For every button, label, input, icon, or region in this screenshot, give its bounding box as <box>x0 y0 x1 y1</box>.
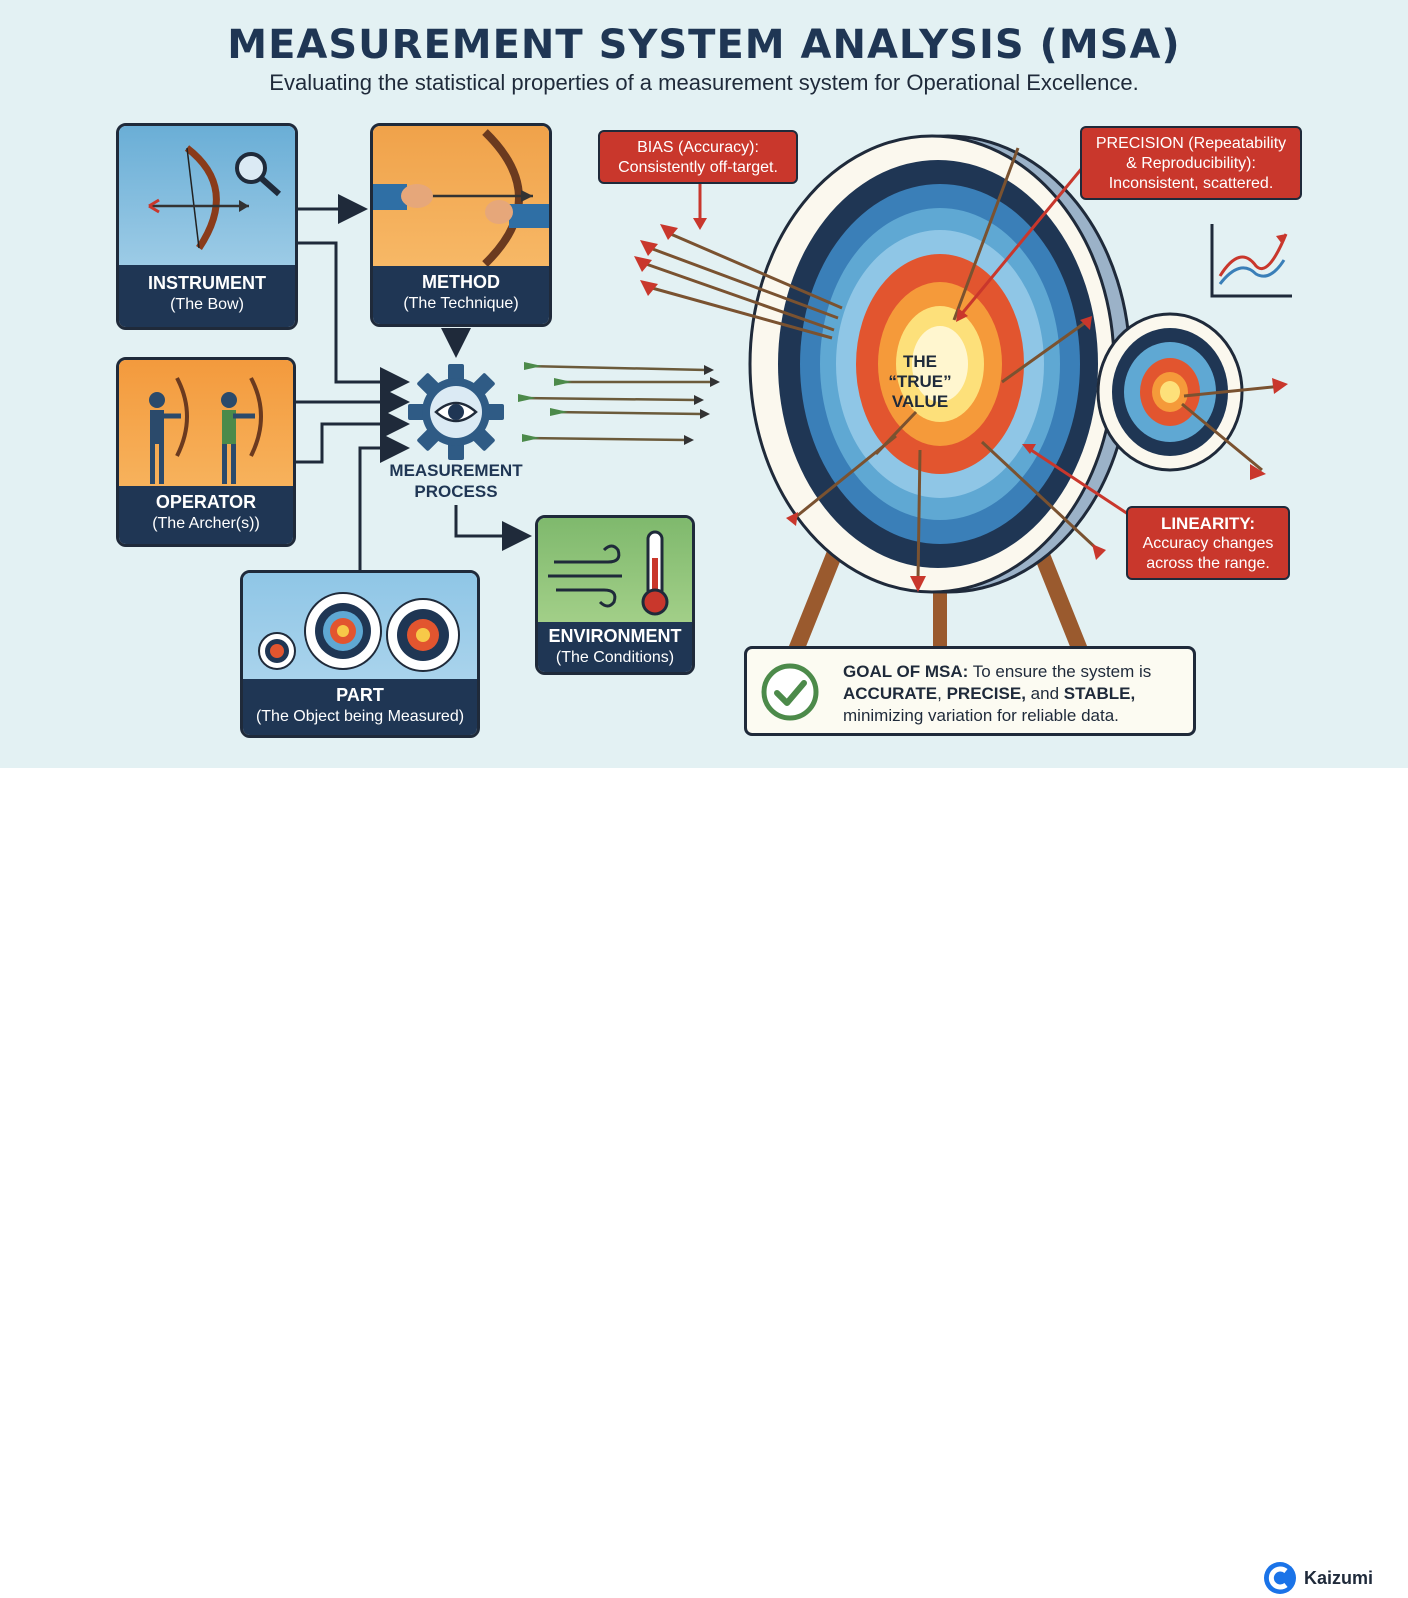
goal-box: GOAL OF MSA: To ensure the system is ACC… <box>744 646 1196 736</box>
page-subtitle: Evaluating the statistical properties of… <box>269 70 1139 95</box>
medium-target-icon <box>304 592 382 670</box>
linearity-callout-line3: across the range. <box>1146 555 1270 572</box>
true-value-line1: THE <box>903 352 937 371</box>
small-target-icon <box>258 632 296 670</box>
process-label: MEASUREMENT PROCESS <box>370 460 542 502</box>
environment-subtitle: (The Conditions) <box>555 649 675 666</box>
part-card: PART (The Object being Measured) <box>240 570 480 738</box>
true-value-line2: “TRUE” <box>888 372 952 391</box>
callout-pointers <box>693 155 1129 516</box>
goal-precise: PRECISE, <box>946 684 1026 703</box>
target-sizes-icon <box>258 592 460 672</box>
connector-process-environment <box>454 505 532 551</box>
precision-callout-line1: PRECISION (Repeatability <box>1095 135 1287 152</box>
small-target-right-icon <box>1096 312 1288 480</box>
connector-part-process <box>358 433 410 572</box>
flying-arrows-icon <box>518 362 720 445</box>
magnifier-icon <box>235 152 267 184</box>
goal-and: and <box>1025 684 1064 703</box>
environment-card: ENVIRONMENT (The Conditions) <box>535 515 695 675</box>
precision-callout-line2: & Reproducibility): <box>1126 155 1256 172</box>
gear-eye-icon <box>408 364 504 460</box>
large-target-icon <box>386 598 460 672</box>
precision-callout-line3: Inconsistent, scattered. <box>1108 175 1274 192</box>
checkmark-icon <box>761 663 819 721</box>
method-illustration <box>373 126 549 267</box>
instrument-subtitle: (The Bow) <box>170 296 244 313</box>
wind-thermometer-icon <box>548 530 669 616</box>
trend-chart-icon <box>1210 224 1292 298</box>
true-value-line3: VALUE <box>891 392 949 411</box>
archers-icon <box>149 377 263 484</box>
part-subtitle: (The Object being Measured) <box>255 708 465 725</box>
page-title: MEASUREMENT SYSTEM ANALYSIS (MSA) <box>227 22 1181 68</box>
linearity-callout-line2: Accuracy changes <box>1142 535 1274 552</box>
bow-icon <box>148 145 281 250</box>
environment-title: ENVIRONMENT <box>548 626 682 646</box>
kaizumi-logo-icon <box>1264 1562 1296 1594</box>
flow-connectors <box>296 194 532 572</box>
part-illustration <box>243 573 477 679</box>
operator-title: OPERATOR <box>155 492 257 512</box>
operator-illustration <box>119 360 293 486</box>
precision-callout: PRECISION (Repeatability & Reproducibili… <box>1080 126 1302 200</box>
method-subtitle: (The Technique) <box>403 295 519 312</box>
instrument-card: INSTRUMENT (The Bow) <box>116 123 298 330</box>
hands-drawing-bow-icon <box>373 129 549 267</box>
goal-accurate: ACCURATE <box>843 684 938 703</box>
instrument-illustration <box>119 126 295 265</box>
part-title: PART <box>336 685 384 705</box>
goal-text-part1: To ensure the system is <box>968 662 1152 681</box>
goal-text-part2: minimizing variation for reliable data. <box>843 706 1119 725</box>
goal-text: GOAL OF MSA: To ensure the system is ACC… <box>843 661 1188 727</box>
goal-stable: STABLE, <box>1063 684 1136 703</box>
operator-subtitle: (The Archer(s)) <box>152 515 260 532</box>
operator-card: OPERATOR (The Archer(s)) <box>116 357 296 547</box>
brand-logo: Kaizumi <box>1262 1558 1373 1598</box>
instrument-title: INSTRUMENT <box>148 273 266 293</box>
bias-callout-line2: Consistently off-target. <box>618 159 778 176</box>
footer-bar: Kaizumi <box>0 768 1408 1594</box>
infographic-canvas: MEASUREMENT SYSTEM ANALYSIS (MSA) Evalua… <box>0 0 1408 768</box>
wind-icon <box>548 544 622 608</box>
brand-name: Kaizumi <box>1304 1567 1374 1588</box>
method-card: METHOD (The Technique) <box>370 123 552 327</box>
connector-operator-process-2 <box>296 409 410 464</box>
bias-callout-line1: BIAS (Accuracy): <box>637 139 759 156</box>
linearity-callout-line1: LINEARITY: <box>1160 514 1256 533</box>
connector-instrument-process <box>298 241 410 397</box>
linearity-callout: LINEARITY: Accuracy changes across the r… <box>1126 506 1290 580</box>
environment-illustration <box>538 518 692 622</box>
process-label-line1: MEASUREMENT <box>389 461 523 480</box>
process-label-line2: PROCESS <box>414 482 498 501</box>
main-target-icon <box>748 134 1132 650</box>
true-value-label: THE “TRUE” VALUE <box>860 352 980 412</box>
bias-arrows-icon <box>634 224 843 340</box>
method-title: METHOD <box>422 272 500 292</box>
thermometer-icon <box>641 530 669 616</box>
goal-comma: , <box>937 684 947 703</box>
bias-callout: BIAS (Accuracy): Consistently off-target… <box>598 130 798 184</box>
goal-lead: GOAL OF MSA: <box>843 662 969 681</box>
